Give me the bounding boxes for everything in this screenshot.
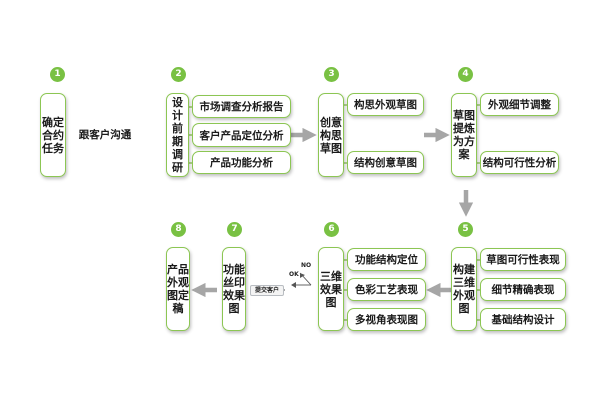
step-4-title: 草图提炼为方案 — [451, 93, 477, 177]
step-number-8: 8 — [171, 222, 186, 237]
step-7-title: 功能丝印效果图 — [222, 247, 246, 331]
step-number-3: 3 — [324, 67, 339, 82]
step-number-4: 4 — [458, 67, 473, 82]
step-6-item-1: 功能结构定位 — [347, 248, 426, 271]
step-number-5: 5 — [458, 222, 473, 237]
step-3-item-2: 结构创意草图 — [347, 151, 424, 174]
step-number-7: 7 — [227, 222, 242, 237]
step-8-title: 产品外观图定稿 — [166, 247, 190, 331]
step-1-title: 确定合约任务 — [40, 93, 66, 177]
feedback-no-label: NO — [301, 262, 312, 269]
step-5-item-1: 草图可行性表现 — [480, 248, 566, 271]
step-2-item-1: 市场调查分析报告 — [192, 95, 291, 118]
step-1-item-1: 跟客户沟通 — [78, 128, 132, 141]
step-3-title: 创意构思草图 — [318, 93, 344, 177]
step-2-item-2: 客户产品定位分析 — [192, 123, 291, 147]
step-5-title: 构建三维外观图 — [451, 247, 477, 331]
step-number-1: 1 — [50, 67, 65, 82]
step-4-item-2: 结构可行性分析 — [480, 151, 559, 174]
step-6-item-2: 色彩工艺表现 — [347, 278, 426, 301]
step-5-item-2: 细节精确表现 — [480, 278, 566, 301]
step-5-item-3: 基础结构设计 — [480, 308, 566, 331]
feedback-ok-label: OK — [289, 271, 299, 278]
step-6-title: 三维效果图 — [318, 247, 344, 331]
step-2-title: 设计前期调研 — [166, 93, 189, 177]
step-number-6: 6 — [324, 222, 339, 237]
step-2-item-3: 产品功能分析 — [192, 151, 291, 174]
step-4-item-1: 外观细节调整 — [480, 93, 559, 116]
step-3-item-1: 构思外观草图 — [347, 93, 424, 116]
step-number-2: 2 — [171, 67, 186, 82]
step-6-item-3: 多视角表现图 — [347, 308, 426, 331]
submit-to-client-label: 提交客户 — [250, 285, 284, 296]
